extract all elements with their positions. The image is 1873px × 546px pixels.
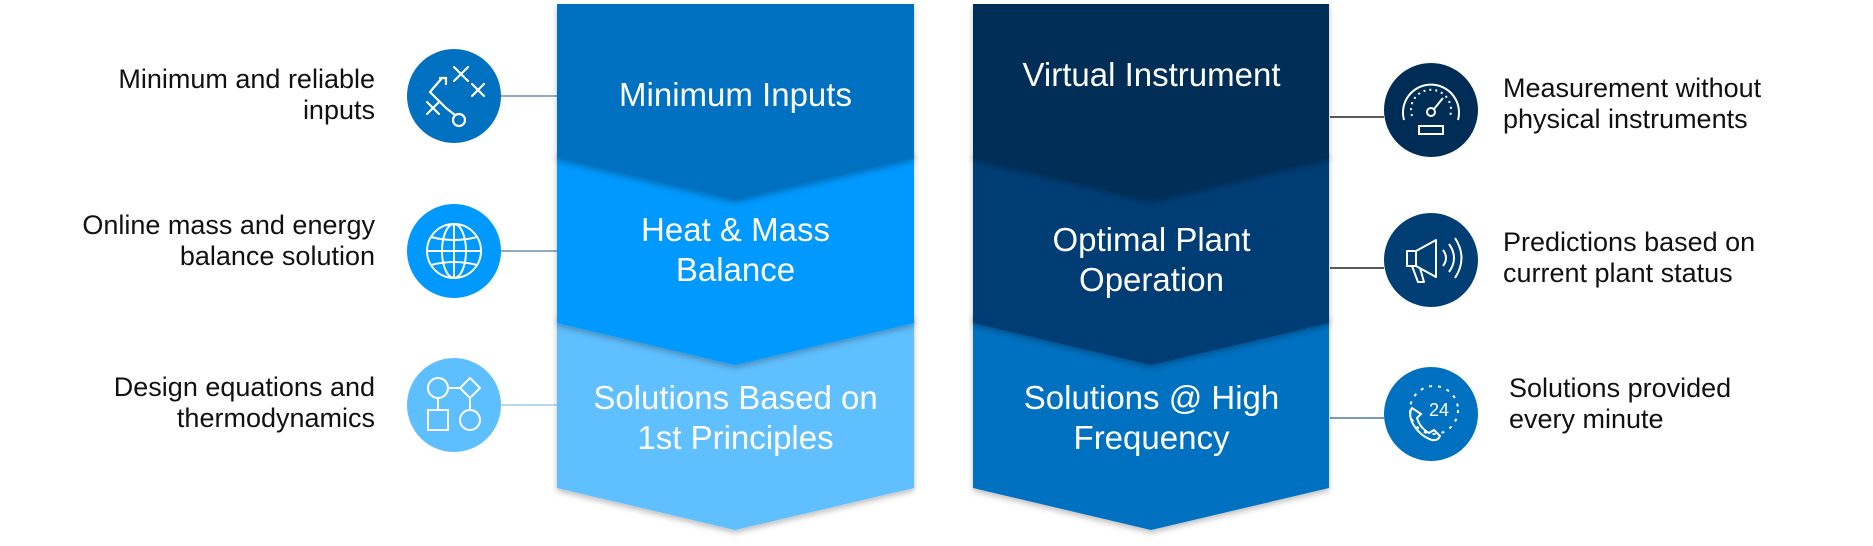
chevron-block-4 xyxy=(973,4,1329,200)
block-label-text: Heat & Mass Balance xyxy=(641,211,830,288)
phone-24-label: 24 xyxy=(1429,400,1449,420)
chevron-block-6 xyxy=(973,314,1329,530)
block-label-heat-mass-balance: Heat & Mass Balance xyxy=(592,208,879,292)
flowchart-icon xyxy=(407,358,501,452)
strategy-play-icon xyxy=(407,49,501,143)
block-label-text: Virtual Instrument xyxy=(1022,56,1281,93)
feature-text-measurement: Measurement without physical instruments xyxy=(1503,73,1762,134)
feature-text-predictions: Predictions based on current plant statu… xyxy=(1503,227,1756,288)
block-label-virtual-instrument: Virtual Instrument xyxy=(983,40,1320,110)
block-label-text: Solutions @ High Frequency xyxy=(1023,379,1280,456)
block-label-optimal-plant-operation: Optimal Plant Operation xyxy=(1018,218,1285,302)
block-label-solutions-high-frequency: Solutions @ High Frequency xyxy=(1003,376,1300,460)
block-label-minimum-inputs: Minimum Inputs xyxy=(567,60,904,130)
block-label-text: Solutions Based on 1st Principles xyxy=(593,379,878,456)
chevron-block-3 xyxy=(557,314,914,530)
block-label-text: Minimum Inputs xyxy=(619,76,852,113)
globe-icon xyxy=(407,204,501,298)
megaphone-icon xyxy=(1384,213,1478,307)
feature-text-design-equations: Design equations and thermodynamics xyxy=(113,372,375,433)
chevron-block-1 xyxy=(557,4,914,200)
feature-text-online-balance: Online mass and energy balance solution xyxy=(82,210,375,271)
phone-24-icon: 24 xyxy=(1384,367,1478,461)
chevron-block-2 xyxy=(557,152,914,365)
feature-text-minimum-reliable-inputs: Minimum and reliable inputs xyxy=(118,64,375,125)
chevron-block-5 xyxy=(973,152,1329,365)
gauge-icon xyxy=(1384,63,1478,157)
block-label-text: Optimal Plant Operation xyxy=(1052,221,1251,298)
feature-text-solutions-every-minute: Solutions provided every minute xyxy=(1509,373,1732,434)
block-label-solutions-1st-principles: Solutions Based on 1st Principles xyxy=(577,376,894,460)
